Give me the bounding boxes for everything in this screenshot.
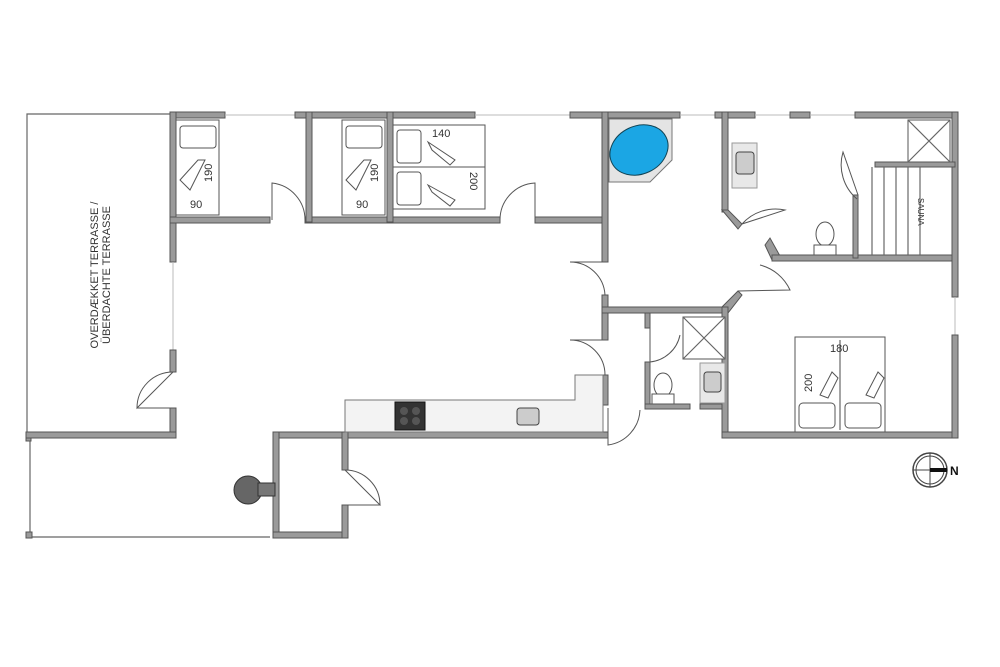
bed-1-width: 90 [190, 199, 202, 211]
terrace-label-da: OVERDÆKKET TERRASSE / [89, 201, 101, 349]
door-toilet [649, 328, 681, 363]
terrace-label-de: ÜBERDACHTE TERRASSE [101, 206, 113, 344]
bed-2: 90 190 [341, 119, 386, 216]
bed-3-length: 200 [467, 172, 479, 190]
sink-1 [731, 142, 758, 189]
sink-2 [699, 362, 726, 404]
bed-2-length: 190 [369, 164, 381, 182]
toilet-2 [651, 372, 675, 405]
door-utility [607, 408, 641, 446]
whirlpool-bath [608, 118, 673, 183]
stove [394, 401, 426, 431]
fireplace [233, 475, 276, 505]
sauna-label: SAUNA [916, 198, 925, 226]
door-terrace [136, 371, 174, 410]
compass-icon: N [912, 452, 959, 488]
toilet-1 [813, 221, 837, 256]
bed-4: 180 200 [794, 336, 886, 433]
covered-terrace [25, 113, 270, 539]
terrace-label: OVERDÆKKET TERRASSE / ÜBERDACHTE TERRASS… [89, 201, 113, 349]
bed-4-length: 200 [803, 374, 815, 392]
bed-3-width: 140 [432, 128, 450, 140]
sauna-benches: SAUNA [871, 167, 925, 255]
door-bedroom-3 [499, 182, 536, 221]
walls [25, 111, 959, 539]
kitchen-counter [344, 374, 604, 433]
bed-4-width: 180 [830, 343, 848, 355]
door-bedroom-2 [569, 261, 606, 296]
door-bedroom-1 [271, 182, 306, 221]
shower-1 [907, 119, 951, 163]
doors [136, 150, 859, 506]
north-label: N [950, 464, 959, 478]
bed-1-length: 190 [203, 164, 215, 182]
kitchen-sink [516, 407, 540, 426]
shower-2 [682, 316, 726, 360]
door-sauna [840, 150, 859, 200]
door-sauna-room [741, 208, 787, 225]
bed-2-width: 90 [356, 199, 368, 211]
bed-3: 140 200 [392, 124, 486, 210]
door-bath [569, 339, 606, 376]
door-entrance [344, 469, 382, 506]
door-master [737, 264, 791, 292]
bed-1: 90 190 [175, 119, 220, 216]
